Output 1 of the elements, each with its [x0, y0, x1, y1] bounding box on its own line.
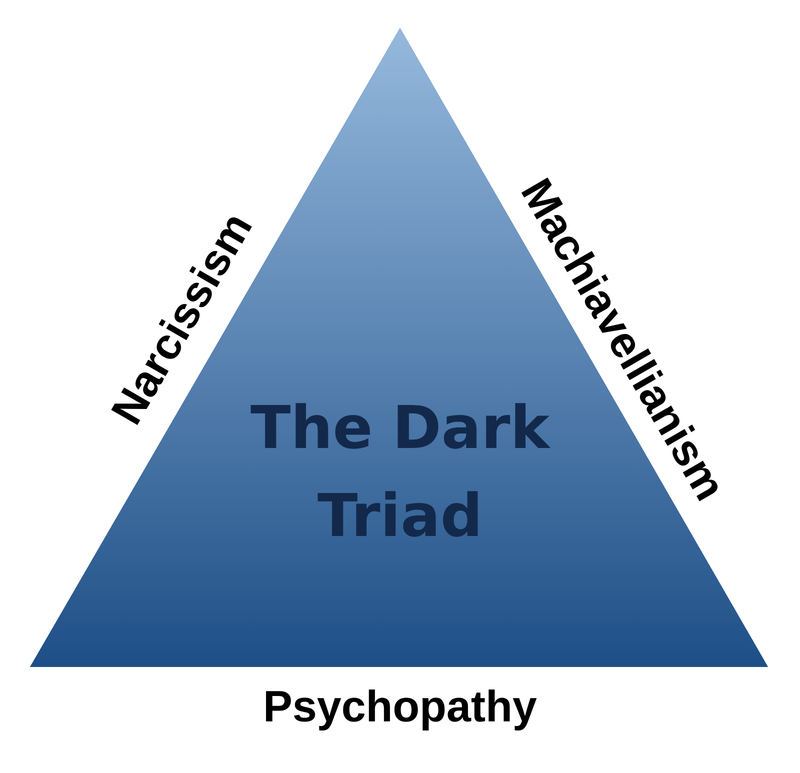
side-label: Psychopathy: [266, 689, 537, 730]
